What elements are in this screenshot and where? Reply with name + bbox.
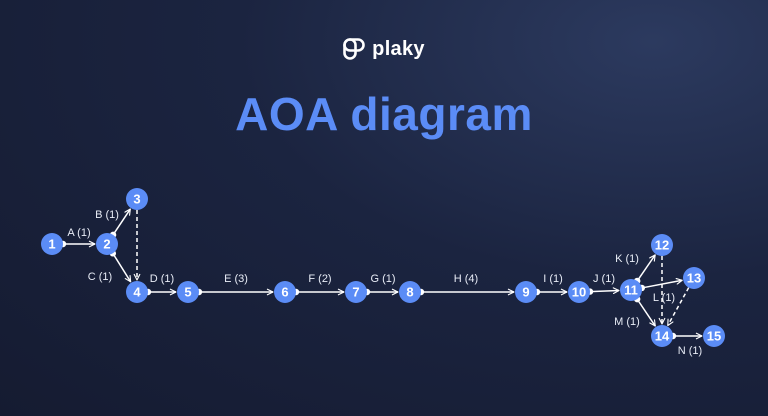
activity-arrow <box>112 252 132 283</box>
activity-arrow <box>636 298 656 327</box>
edge-9-10: I (1) <box>533 273 568 296</box>
event-node-label: 5 <box>184 285 191 300</box>
event-node-10: 10 <box>568 281 590 303</box>
event-node-circle <box>126 188 148 210</box>
activity-label: I (1) <box>543 273 563 285</box>
event-node-circle <box>568 281 590 303</box>
event-node-1: 1 <box>41 233 63 255</box>
event-node-circle <box>274 281 296 303</box>
edge-4-5: D (1) <box>144 273 177 296</box>
edge-11-13: L (1) <box>638 277 683 304</box>
event-node-label: 3 <box>133 192 140 207</box>
event-node-circle <box>703 325 725 347</box>
event-node-circle <box>41 233 63 255</box>
activity-arrow <box>636 254 656 282</box>
event-node-circle <box>399 281 421 303</box>
event-node-circle <box>126 281 148 303</box>
activity-label: N (1) <box>678 345 702 357</box>
event-node-label: 2 <box>103 237 110 252</box>
event-node-14: 14 <box>651 325 673 347</box>
event-node-label: 8 <box>406 285 413 300</box>
dummy-arrow <box>667 287 690 327</box>
event-node-label: 11 <box>624 283 638 298</box>
brand: plaky <box>0 38 768 60</box>
edge-14-15: N (1) <box>669 332 703 357</box>
event-node-13: 13 <box>683 267 705 289</box>
event-node-label: 7 <box>352 285 359 300</box>
event-node-8: 8 <box>399 281 421 303</box>
activity-label: F (2) <box>308 273 331 285</box>
activity-label: C (1) <box>88 271 112 283</box>
event-node-circle <box>651 325 673 347</box>
event-node-label: 12 <box>655 238 669 253</box>
edge-13-14 <box>667 287 690 327</box>
event-node-circle <box>345 281 367 303</box>
edge-2-3: B (1) <box>95 208 131 239</box>
event-node-label: 4 <box>133 285 141 300</box>
edge-1-2: A (1) <box>59 227 96 248</box>
event-node-label: 1 <box>48 237 55 252</box>
event-node-circle <box>177 281 199 303</box>
edge-6-7: F (2) <box>292 273 345 296</box>
event-node-2: 2 <box>96 233 118 255</box>
event-node-circle <box>96 233 118 255</box>
event-node-label: 14 <box>655 329 670 344</box>
activity-label: M (1) <box>614 316 640 328</box>
event-node-3: 3 <box>126 188 148 210</box>
activity-label: E (3) <box>224 273 248 285</box>
event-node-12: 12 <box>651 234 673 256</box>
event-node-label: 6 <box>281 285 288 300</box>
event-node-4: 4 <box>126 281 148 303</box>
event-node-circle <box>683 267 705 289</box>
event-node-7: 7 <box>345 281 367 303</box>
page-title: AOA diagram <box>235 88 533 140</box>
brand-name: plaky <box>372 38 425 60</box>
edge-10-11: J (1) <box>586 273 620 295</box>
event-node-15: 15 <box>703 325 725 347</box>
plaky-logo-icon <box>343 38 365 60</box>
event-node-9: 9 <box>515 281 537 303</box>
activity-arrow <box>112 208 131 236</box>
edges-layer: A (1) B (1) C (1) D (1) E (3) F (2) G (1) H (4)… <box>59 208 703 357</box>
activity-arrow <box>589 287 620 295</box>
event-node-circle <box>515 281 537 303</box>
activity-label: J (1) <box>593 273 615 285</box>
activity-label: H (4) <box>454 273 478 285</box>
edge-8-9: H (4) <box>417 273 515 296</box>
activity-label: L (1) <box>653 292 675 304</box>
event-node-label: 10 <box>572 285 586 300</box>
event-node-label: 9 <box>522 285 529 300</box>
activity-label: B (1) <box>95 209 119 221</box>
event-node-11: 11 <box>620 279 642 301</box>
activity-label: G (1) <box>370 273 395 285</box>
activity-label: D (1) <box>150 273 174 285</box>
edge-7-8: G (1) <box>363 273 399 296</box>
event-node-circle <box>620 279 642 301</box>
event-node-5: 5 <box>177 281 199 303</box>
edge-11-14: M (1) <box>614 295 656 328</box>
event-node-6: 6 <box>274 281 296 303</box>
edge-2-4: C (1) <box>88 250 132 283</box>
event-node-circle <box>651 234 673 256</box>
activity-label: A (1) <box>67 227 90 239</box>
event-node-label: 15 <box>707 329 721 344</box>
edge-5-6: E (3) <box>195 273 274 296</box>
activity-label: K (1) <box>615 253 639 265</box>
edge-11-12: K (1) <box>615 253 656 285</box>
event-node-label: 13 <box>687 271 701 286</box>
